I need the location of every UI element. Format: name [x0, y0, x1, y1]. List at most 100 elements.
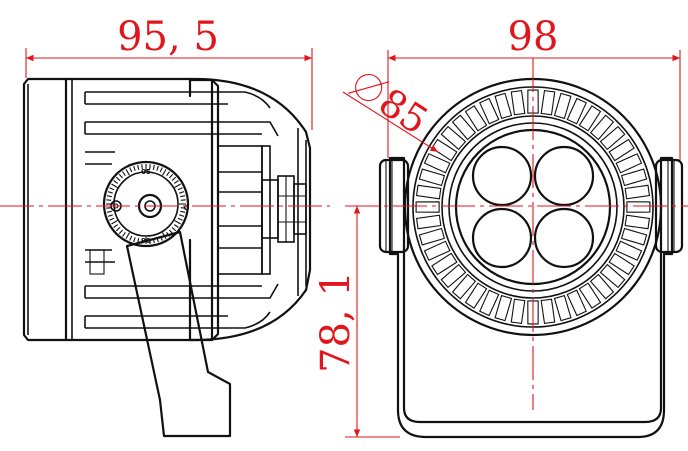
radial-fin — [451, 273, 477, 300]
radial-fin — [415, 184, 442, 200]
radial-fin — [589, 114, 615, 141]
radial-fin — [615, 153, 643, 174]
front-view — [378, 77, 684, 439]
radial-fin — [599, 125, 626, 151]
radial-fin — [566, 97, 587, 125]
tilt-scale-tick — [174, 220, 181, 225]
dimension-label-height: 78, 1 — [313, 271, 359, 373]
led-top-left — [471, 145, 533, 207]
tilt-scale-tick — [166, 171, 170, 177]
radial-fin — [615, 240, 643, 261]
tilt-scale-tick — [180, 199, 186, 201]
led-top-right — [533, 145, 595, 207]
tilt-scale-tick — [111, 220, 118, 225]
tilt-scale-tick — [152, 164, 155, 170]
tilt-scale-tick — [133, 237, 136, 243]
tilt-scale-tick — [118, 229, 124, 235]
radial-fin — [494, 294, 513, 322]
tilt-scale-tick — [173, 224, 179, 228]
tilt-scale-tick — [171, 226, 177, 232]
radial-fin — [624, 214, 651, 230]
radial-fin — [479, 97, 500, 125]
tilt-scale-tick — [107, 191, 113, 194]
dimension-height: 78, 1 — [313, 205, 400, 438]
tilt-scale-tick — [111, 183, 118, 188]
side-view: 05 0 90 — [22, 77, 312, 438]
radial-fin — [418, 168, 446, 187]
radial-fin — [527, 300, 539, 325]
tilt-scale-tick — [180, 207, 186, 209]
tilt-scale-tick — [162, 169, 167, 176]
radial-fin — [540, 89, 556, 116]
radial-fin — [431, 138, 458, 162]
rear-cap — [22, 77, 68, 342]
dimension-label-lens-diameter: 85 — [371, 80, 436, 143]
tilt-scale-tick — [115, 176, 121, 182]
tilt-scale-tick — [125, 169, 130, 176]
led-bottom-right — [533, 207, 595, 269]
housing-outline — [64, 77, 312, 342]
tilt-scale-tick — [177, 217, 183, 221]
front-radial-fins — [415, 89, 651, 325]
radial-fin — [431, 252, 458, 276]
tilt-scale-tick — [137, 164, 140, 170]
radial-fin — [578, 105, 602, 132]
tilt-scale-tick — [113, 180, 119, 184]
radial-fin — [624, 184, 651, 200]
radial-fin — [620, 168, 648, 187]
tilt-scale-tick — [118, 173, 124, 179]
led-bottom-left — [471, 207, 533, 269]
tilt-scale-tick — [106, 207, 112, 209]
radial-fin — [510, 89, 526, 116]
radial-fin — [440, 263, 467, 289]
tilt-scale-tick — [107, 214, 113, 217]
tilt-scale-tick — [173, 180, 179, 184]
tilt-scale-tick — [106, 195, 112, 198]
radial-fin — [589, 273, 615, 300]
radial-fin — [510, 298, 526, 325]
cooling-fins — [71, 79, 279, 340]
radial-fin — [423, 240, 451, 261]
radial-fin — [578, 282, 602, 309]
radial-fin — [464, 282, 488, 309]
tilt-scale-tick — [177, 187, 183, 191]
radial-fin — [620, 227, 648, 246]
tilt-scale-tick — [168, 173, 174, 179]
diameter-symbol: 85 — [348, 73, 436, 143]
tilt-scale-tick — [122, 171, 126, 177]
radial-fin — [553, 294, 572, 322]
inner-housing — [89, 145, 271, 275]
tilt-scale-tick — [141, 164, 143, 170]
radial-fin — [464, 105, 488, 132]
tilt-scale-tick — [133, 165, 136, 171]
radial-fin — [479, 289, 500, 317]
tilt-scale-tick — [106, 210, 112, 213]
tilt-scale-tick — [129, 167, 133, 173]
radial-fin — [540, 298, 556, 325]
tilt-scale-tick — [179, 191, 185, 194]
dimension-front-width: 98 — [387, 14, 681, 160]
radial-fin — [527, 89, 539, 114]
tilt-scale-label-top: 05 — [141, 168, 151, 176]
cable-gland — [261, 175, 307, 243]
led-array — [471, 145, 595, 269]
tilt-scale-tick — [180, 195, 186, 198]
front-yoke — [388, 156, 674, 439]
radial-fin — [415, 214, 442, 230]
dimension-side-length: 95, 5 — [25, 14, 313, 130]
dimension-label-front-width: 98 — [508, 14, 559, 60]
radial-fin — [608, 252, 635, 276]
radial-fin — [626, 201, 651, 213]
radial-fin — [566, 289, 587, 317]
tilt-scale-tick — [179, 214, 185, 217]
center-lines — [0, 58, 688, 410]
mounting-arm — [125, 230, 232, 438]
radial-fin — [451, 114, 477, 141]
tilt-scale-tick — [171, 176, 177, 182]
radial-fin — [599, 263, 626, 289]
tilt-scale-tick — [180, 210, 186, 213]
tilt-scale-tick — [159, 167, 163, 173]
tilt-scale-tick — [109, 187, 115, 191]
tilt-scale-tick — [156, 165, 159, 171]
radial-fin — [415, 201, 440, 213]
